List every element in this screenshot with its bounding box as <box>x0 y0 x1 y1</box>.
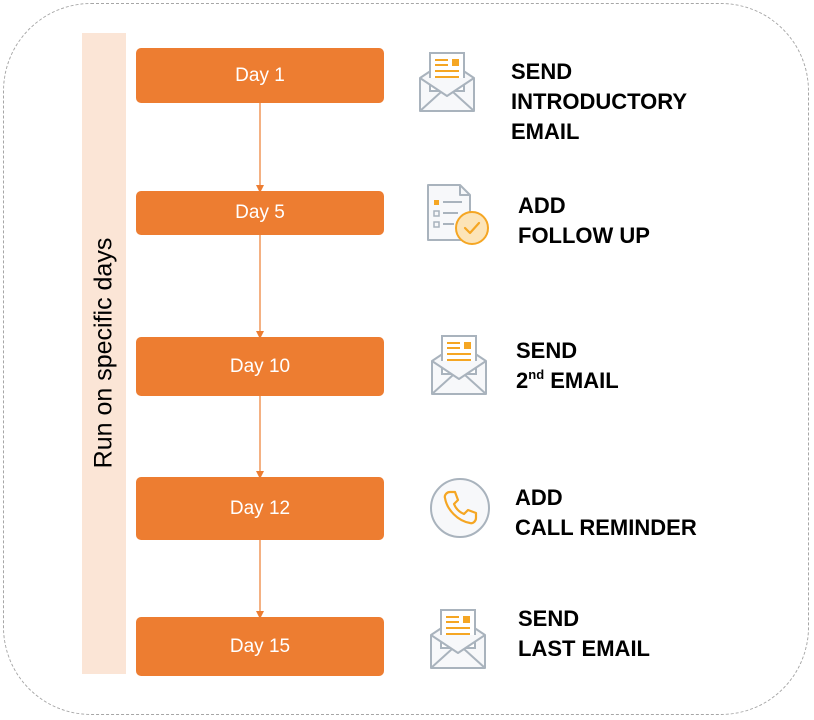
envelope-letter-icon <box>431 335 487 395</box>
day-box-5: Day 15 <box>136 617 384 676</box>
envelope-letter-icon <box>430 609 486 669</box>
day-box-3: Day 10 <box>136 337 384 396</box>
document-check-icon <box>427 184 489 245</box>
step-text-3: SEND 2nd EMAIL <box>516 336 619 396</box>
step-text-2: ADD FOLLOW UP <box>518 193 650 248</box>
phone-icon <box>430 478 490 538</box>
envelope-letter-icon <box>419 52 475 112</box>
step-text-4: ADD CALL REMINDER <box>515 485 697 540</box>
day-box-1: Day 1 <box>136 48 384 103</box>
side-band <box>82 33 126 674</box>
day-box-4: Day 12 <box>136 477 384 540</box>
step-text-5: SEND LAST EMAIL <box>518 606 650 661</box>
diagram-frame <box>3 3 809 715</box>
ordinal-line: 2nd EMAIL <box>516 367 619 393</box>
day-box-2: Day 5 <box>136 191 384 235</box>
step-text-1: SEND INTRODUCTORY EMAIL <box>511 59 687 144</box>
